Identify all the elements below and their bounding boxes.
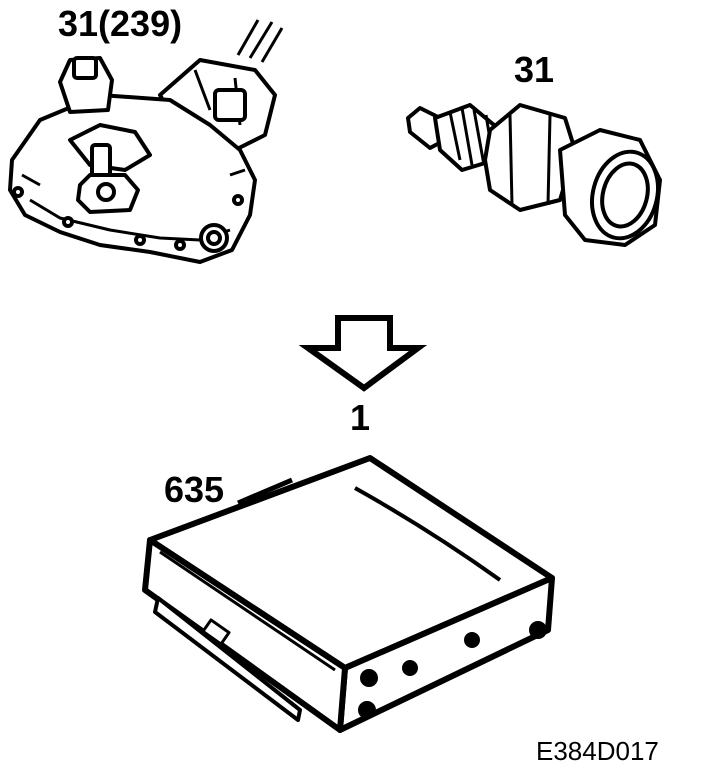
temperature-sensor [406,103,662,247]
down-arrow-icon [298,315,428,392]
control-unit-part-label: 635 [164,469,225,510]
sensor-part-label: 31 [514,49,555,90]
arrow-pin-label: 1 [350,397,371,438]
switch-part-label: 31(239) [58,3,183,44]
figure-reference: E384D017 [536,736,659,766]
gear-selector-switch [8,19,284,264]
control-unit [142,455,555,733]
